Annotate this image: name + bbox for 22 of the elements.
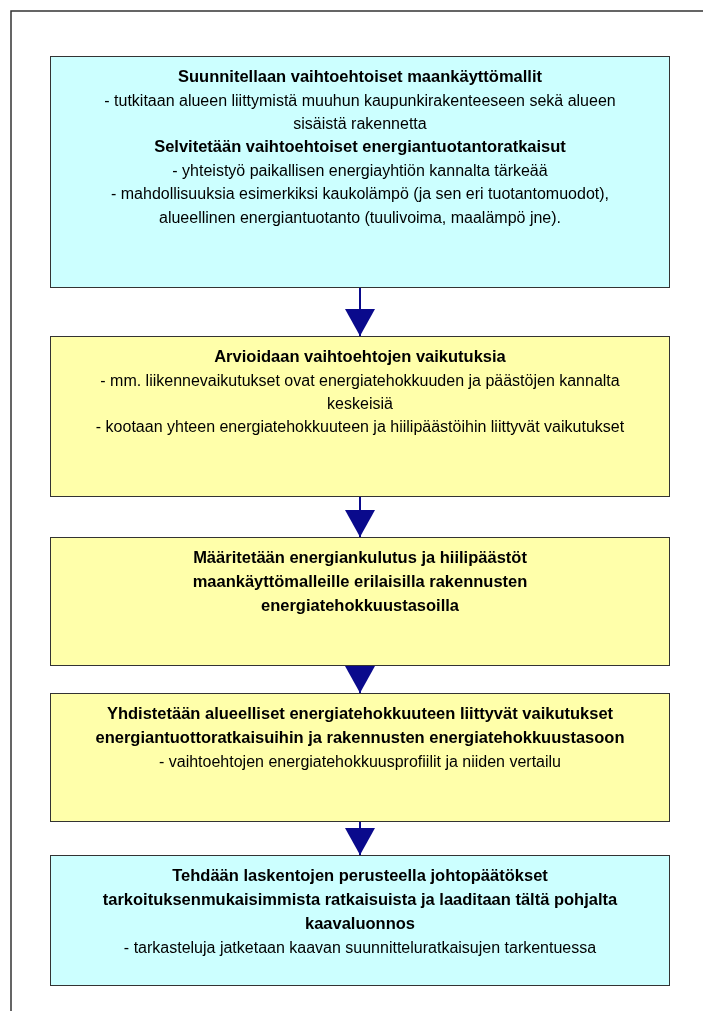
- step-detail: - tarkasteluja jatketaan kaavan suunnitteluratkaisujen tarkentuessa: [122, 937, 598, 958]
- step-heading: Määritetään energiankulutus ja hiilipäästöt maankäyttömalleille erilaisilla rakennusten energiatehokkuustasoilla: [191, 547, 529, 616]
- arrow: [345, 496, 375, 538]
- arrow: [345, 821, 375, 856]
- step-heading: Suunnitellaan vaihtoehtoiset maankäyttömallit: [177, 66, 543, 87]
- step-detail: - kootaan yhteen energiatehokkuuteen ja hiilipäästöihin liittyvät vaikutukset: [94, 417, 626, 438]
- step-heading: Arvioidaan vaihtoehtojen vaikutuksia: [213, 346, 507, 367]
- step-detail: - tutkitaan alueen liittymistä muuhun kaupunkirakenteeseen sekä alueen sisäistä rakennetta: [103, 90, 617, 135]
- step-detail: - yhteistyö paikallisen energiayhtiön kannalta tärkeää: [171, 161, 549, 182]
- process-box: [50, 537, 670, 666]
- step-heading: Selvitetään vaihtoehtoiset energiantuotantoratkaisut: [153, 136, 567, 158]
- process-box: [50, 693, 670, 822]
- arrow: [345, 665, 375, 694]
- step-heading: Yhdistetään alueelliset energiatehokkuuteen liittyvät vaikutukset energiantuottoratkaisuihin ja rakennusten energiatehokkuustasoon: [94, 703, 626, 748]
- step-detail: - mm. liikennevaikutukset ovat energiatehokkuuden ja päästöjen kannalta keskeisiä: [99, 370, 621, 415]
- step-heading: Tehdään laskentojen perusteella johtopäätökset tarkoituksenmukaisimmista ratkaisuista ja laaditaan tältä pohjalta kaavaluonnos: [101, 865, 619, 934]
- step-detail: - mahdollisuuksia esimerkiksi kaukolämpö (ja sen eri tuotantomuodot), alueellinen energiantuotanto (tuulivoima, maalämpö jne).: [110, 184, 610, 228]
- process-box: [50, 336, 670, 497]
- arrow: [345, 287, 375, 337]
- step-detail: - vaihtoehtojen energiatehokkuusprofiilit ja niiden vertailu: [158, 751, 562, 772]
- process-box: [50, 56, 670, 288]
- process-box: [50, 855, 670, 986]
